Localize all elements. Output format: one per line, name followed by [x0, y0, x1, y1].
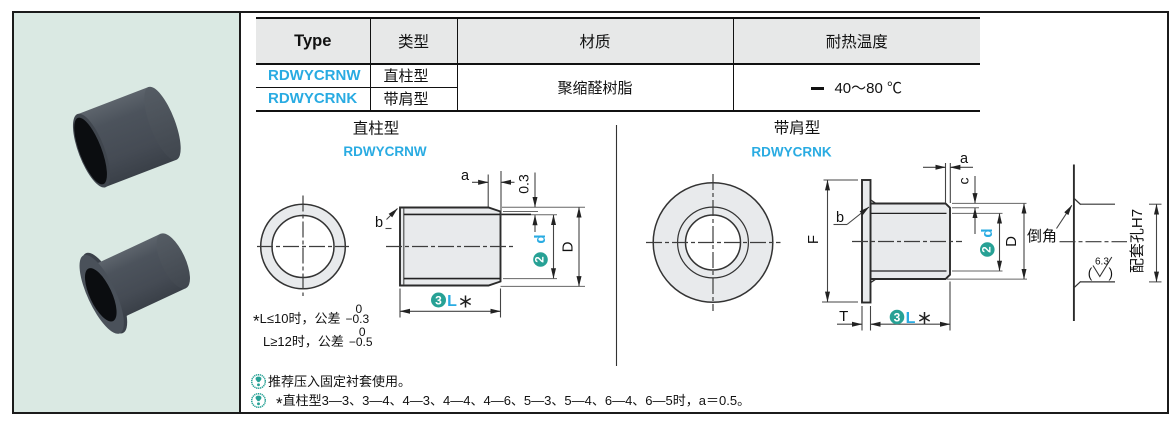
- svg-text:d: d: [532, 234, 549, 243]
- svg-text:3: 3: [894, 311, 901, 325]
- svg-text:D: D: [560, 241, 577, 252]
- svg-text:倒角: 倒角: [1027, 228, 1057, 245]
- svg-text:D: D: [1003, 236, 1020, 247]
- svg-text:0.3: 0.3: [516, 174, 532, 194]
- svg-text:T: T: [839, 308, 848, 325]
- svg-text:2: 2: [535, 256, 547, 262]
- svg-text:RDWYCRNW: RDWYCRNW: [343, 144, 426, 159]
- svg-text:a: a: [461, 168, 470, 184]
- svg-text:d: d: [979, 228, 996, 237]
- svg-text:3: 3: [435, 294, 442, 308]
- svg-text:a: a: [960, 151, 969, 167]
- svg-text:b: b: [375, 215, 383, 231]
- svg-text:L: L: [906, 310, 916, 327]
- svg-text:): ): [1109, 266, 1114, 281]
- svg-text:带肩型: 带肩型: [774, 119, 821, 137]
- svg-text:(: (: [1088, 266, 1093, 281]
- svg-text:F: F: [805, 235, 822, 244]
- svg-text:c: c: [956, 178, 972, 185]
- svg-text:配套孔H7: 配套孔H7: [1129, 209, 1146, 273]
- svg-text:b: b: [836, 210, 844, 226]
- svg-text:直柱型: 直柱型: [353, 120, 400, 138]
- svg-text:L: L: [447, 293, 457, 310]
- svg-text:6.3: 6.3: [1095, 257, 1109, 268]
- svg-text:RDWYCRNK: RDWYCRNK: [751, 145, 831, 160]
- svg-text:2: 2: [982, 246, 994, 252]
